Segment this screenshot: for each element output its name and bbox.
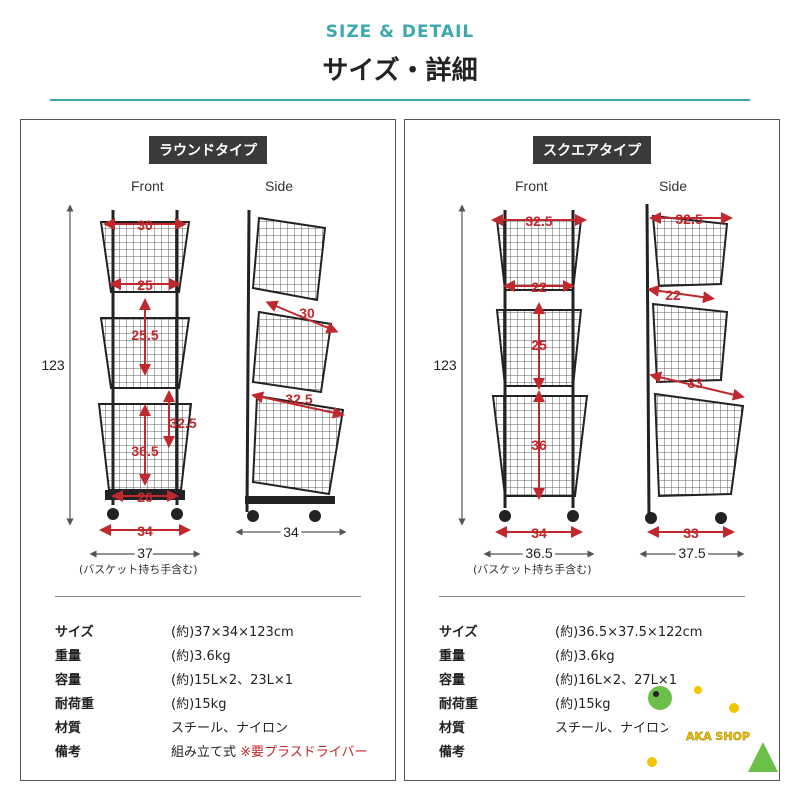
round-spec-divider bbox=[55, 596, 361, 597]
square-front-dim-2: 22 bbox=[531, 279, 547, 295]
square-type-badge: スクエアタイプ bbox=[533, 136, 651, 164]
square-front-label: Front bbox=[515, 178, 548, 194]
square-front-dim-5: 34 bbox=[531, 525, 547, 541]
screwdriver-warning: ※要プラスドライバー bbox=[240, 744, 368, 760]
round-front-label: Front bbox=[131, 178, 164, 194]
shop-watermark-logo: AKA SHOP bbox=[638, 672, 788, 792]
shop-watermark-text: AKA SHOP bbox=[686, 730, 750, 743]
spec-row: サイズ(約)37×34×123cm bbox=[55, 624, 294, 640]
round-front-dim-4: 32.5 bbox=[169, 415, 196, 431]
spec-row: 重量(約)3.6kg bbox=[55, 648, 231, 664]
header-title-jp: サイズ・詳細 bbox=[322, 56, 478, 86]
round-front-dim-7: 34 bbox=[137, 523, 153, 539]
spec-row: 容量(約)15L×2、23L×1 bbox=[55, 672, 294, 688]
round-side-dim-3: 34 bbox=[283, 524, 299, 540]
round-dimension-drawing: 123 30 25 25.5 32.5 36.5 26 34 bbox=[21, 200, 397, 580]
round-type-badge: ラウンドタイプ bbox=[149, 136, 267, 164]
spec-row: 材質スチール、ナイロン bbox=[439, 720, 673, 736]
spec-row: 耐荷重(約)15kg bbox=[55, 696, 227, 712]
round-handle-note: (バスケット持ち手含む) bbox=[79, 563, 198, 576]
spec-row: 耐荷重(約)15kg bbox=[439, 696, 611, 712]
header-title-en: SIZE & DETAIL bbox=[325, 22, 475, 42]
round-front-dim-3: 25.5 bbox=[131, 327, 158, 343]
square-front-dim-6: 36.5 bbox=[525, 545, 552, 561]
square-side-dim-5: 37.5 bbox=[678, 545, 705, 561]
square-spec-table: サイズ(約)36.5×37.5×122cm 重量(約)3.6kg 容量(約)16… bbox=[439, 618, 769, 762]
square-type-panel: スクエアタイプ Front Side 123 bbox=[404, 119, 780, 781]
spec-row: 重量(約)3.6kg bbox=[439, 648, 615, 664]
spec-row: サイズ(約)36.5×37.5×122cm bbox=[439, 624, 703, 640]
round-front-dim-6: 26 bbox=[137, 489, 153, 505]
square-front-dim-4: 36 bbox=[531, 437, 547, 453]
square-spec-divider bbox=[439, 596, 745, 597]
square-side-dim-2: 22 bbox=[665, 287, 681, 303]
spec-row: 備考組み立て式 ※要プラスドライバー bbox=[55, 744, 368, 760]
header-divider bbox=[50, 99, 750, 101]
square-front-dim-3: 25 bbox=[531, 337, 547, 353]
square-height-dim: 123 bbox=[433, 357, 457, 373]
round-side-label: Side bbox=[265, 178, 294, 194]
square-dimension-drawing: 123 32.5 22 25 36 34 36.5 bbox=[405, 200, 781, 580]
round-front-dim-2: 25 bbox=[137, 277, 153, 293]
round-front-dim-8: 37 bbox=[137, 545, 153, 561]
round-front-dim-5: 36.5 bbox=[131, 443, 158, 459]
spec-row: 材質スチール、ナイロン bbox=[55, 720, 289, 736]
spec-row: 備考 bbox=[439, 744, 466, 760]
round-type-panel: ラウンドタイプ Front Side 123 bbox=[20, 119, 396, 781]
round-spec-table: サイズ(約)37×34×123cm 重量(約)3.6kg 容量(約)15L×2、… bbox=[55, 618, 385, 762]
square-side-label: Side bbox=[659, 178, 688, 194]
spec-row: 容量(約)16L×2、27L×1 bbox=[439, 672, 678, 688]
round-side-dim-2: 32.5 bbox=[285, 391, 312, 407]
round-side-dim-1: 30 bbox=[299, 305, 315, 321]
square-side-dim-4: 33 bbox=[683, 525, 699, 541]
square-handle-note: (バスケット持ち手含む) bbox=[473, 563, 592, 576]
square-front-dim-1: 32.5 bbox=[525, 213, 552, 229]
square-side-dim-3: 33 bbox=[687, 375, 703, 391]
round-front-dim-1: 30 bbox=[137, 217, 153, 233]
round-height-dim: 123 bbox=[41, 357, 65, 373]
square-side-dim-1: 32.5 bbox=[675, 211, 702, 227]
